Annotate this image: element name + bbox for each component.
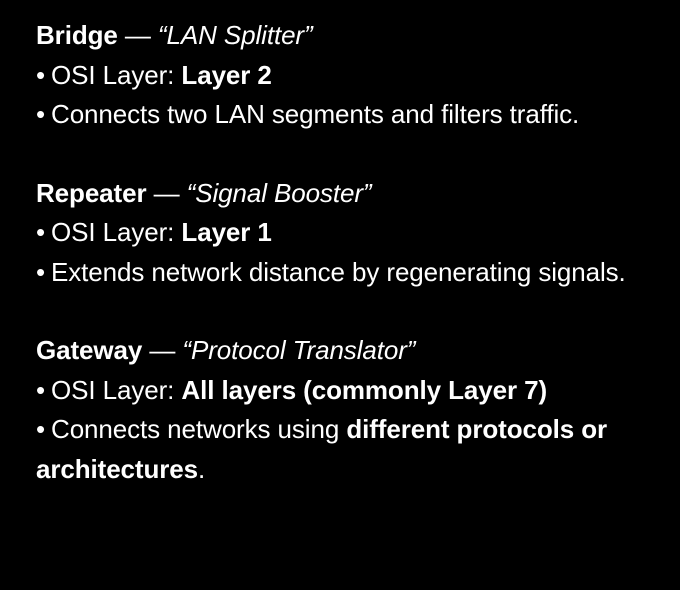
repeater-heading: Repeater — “Signal Booster”	[36, 174, 666, 214]
description-text: Extends network distance by regenerating…	[51, 256, 626, 287]
osi-layer-value: Layer 1	[181, 217, 272, 247]
device-nickname: “Signal Booster”	[186, 177, 372, 208]
bullet: •	[36, 414, 46, 444]
osi-layer-line: •OSI Layer: Layer 1	[36, 213, 666, 253]
em-dash: —	[142, 335, 183, 365]
osi-layer-value: All layers (commonly Layer 7)	[181, 374, 548, 405]
em-dash: —	[146, 177, 187, 208]
description-line: •Connects two LAN segments and filters t…	[36, 95, 666, 135]
bullet: •	[36, 374, 46, 405]
device-nickname: “Protocol Translator”	[182, 335, 416, 365]
description-line: •Connects networks using different proto…	[36, 410, 666, 489]
device-name: Repeater	[36, 177, 147, 208]
device-name: Gateway	[36, 335, 143, 365]
gateway-section: Gateway — “Protocol Translator” •OSI Lay…	[36, 331, 666, 489]
osi-layer-label: OSI Layer:	[51, 374, 182, 405]
bridge-heading: Bridge — “LAN Splitter”	[36, 16, 666, 56]
device-name: Bridge	[36, 20, 118, 50]
bridge-section: Bridge — “LAN Splitter” •OSI Layer: Laye…	[36, 16, 666, 135]
repeater-section: Repeater — “Signal Booster” •OSI Layer: …	[36, 174, 666, 293]
description-text: Connects two LAN segments and filters tr…	[51, 99, 580, 129]
bullet: •	[36, 256, 46, 287]
em-dash: —	[117, 20, 158, 50]
bullet: •	[36, 59, 46, 90]
bullet: •	[36, 217, 46, 247]
osi-layer-value: Layer 2	[181, 59, 272, 90]
osi-layer-line: •OSI Layer: Layer 2	[36, 56, 666, 96]
device-nickname: “LAN Splitter”	[157, 20, 313, 50]
bullet: •	[36, 99, 46, 129]
description-line: •Extends network distance by regeneratin…	[36, 253, 666, 293]
description-suffix: .	[198, 453, 206, 484]
gateway-heading: Gateway — “Protocol Translator”	[36, 331, 666, 371]
osi-layer-label: OSI Layer:	[51, 59, 182, 90]
osi-layer-label: OSI Layer:	[51, 217, 182, 247]
osi-layer-line: •OSI Layer: All layers (commonly Layer 7…	[36, 371, 666, 411]
description-text: Connects networks using	[51, 414, 347, 444]
description-emphasis: different protocols or architectures	[36, 414, 608, 484]
device-list: Bridge — “LAN Splitter” •OSI Layer: Laye…	[36, 16, 666, 528]
